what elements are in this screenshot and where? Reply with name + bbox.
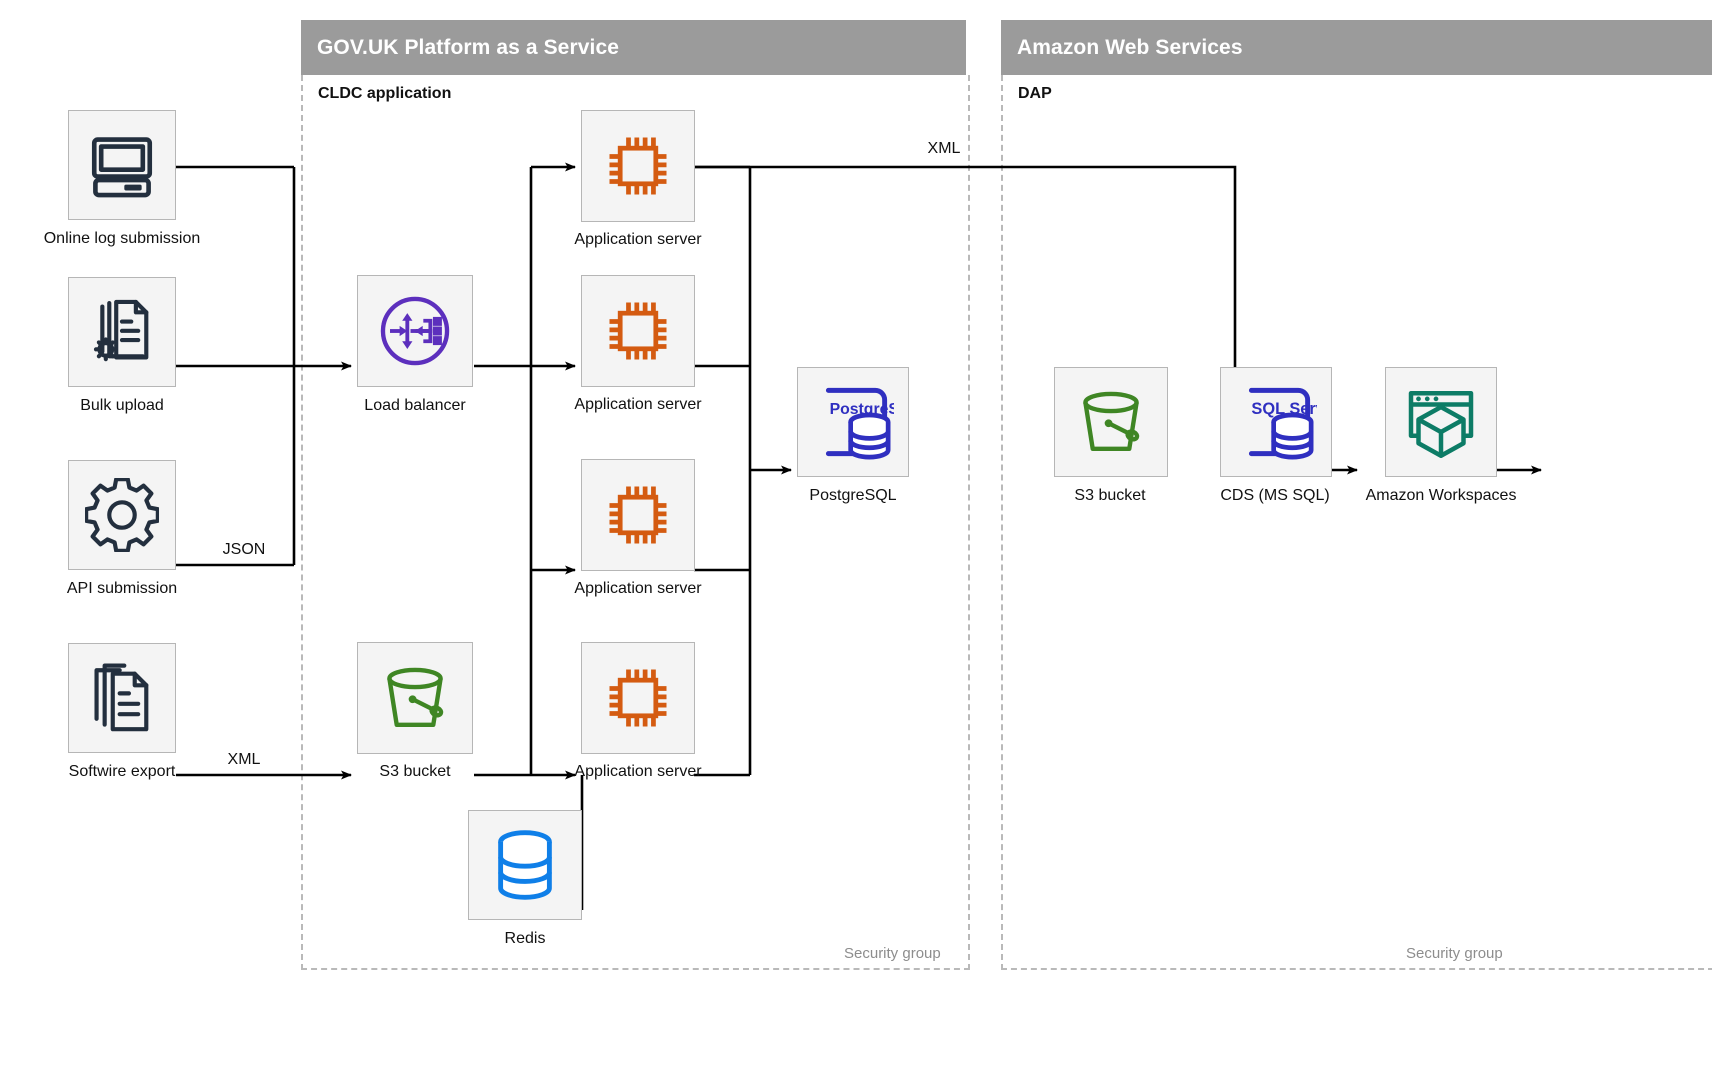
- desktop-computer-icon: [91, 137, 153, 198]
- wire-app1-to-aws-s3: [694, 165, 1240, 401]
- online-log-submission-label: Online log submission: [43, 230, 201, 247]
- s3-handle-dot: [1104, 419, 1113, 428]
- app-server-4-icon-box[interactable]: [581, 642, 695, 754]
- bulk-upload-icon-box[interactable]: [68, 277, 176, 387]
- workspaces-label: Amazon Workspaces: [1365, 487, 1517, 504]
- s3-bucket-icon: [1083, 391, 1140, 452]
- document-gear-icon: [93, 299, 149, 362]
- edge-label-json: JSON: [222, 541, 266, 558]
- app-server-4-label: Application server: [574, 763, 702, 780]
- app-server-1-icon-box[interactable]: [581, 110, 695, 222]
- aws-band-title: Amazon Web Services: [1017, 36, 1243, 59]
- app-server-3-icon-box[interactable]: [581, 459, 695, 571]
- sql-server-database-icon: SQL Server: [1248, 387, 1317, 460]
- aws-s3-icon-box[interactable]: [1054, 367, 1168, 477]
- gear-icon: [85, 478, 159, 552]
- postgresql-cylinder: [848, 412, 891, 460]
- aws-band: [1001, 20, 1712, 75]
- redis-icon-box[interactable]: [468, 810, 582, 920]
- workspaces-icon-box[interactable]: [1385, 367, 1497, 477]
- redis-label: Redis: [504, 930, 546, 947]
- aws-s3-label: S3 bucket: [1074, 487, 1146, 504]
- paas-s3-label: S3 bucket: [379, 763, 451, 780]
- document-stack-icon: [94, 663, 149, 732]
- cpu-chip-icon: [609, 486, 667, 544]
- s3-bucket-icon: [387, 667, 444, 728]
- edge-label-xml-to-aws: XML: [927, 140, 961, 157]
- postgresql-icon-box[interactable]: PostgreSQL: [797, 367, 909, 477]
- desktop-indicator: [124, 184, 142, 191]
- aws-security-group-label: Security group: [1406, 945, 1503, 962]
- app-server-2-icon-box[interactable]: [581, 275, 695, 387]
- app-server-2-label: Application server: [574, 396, 702, 413]
- app-server-1-label: Application server: [574, 231, 702, 248]
- s3-handle-dot: [408, 695, 417, 704]
- load-balancer-icon: [380, 296, 450, 366]
- softwire-export-label: Softwire export: [68, 763, 176, 780]
- bulk-upload-label: Bulk upload: [80, 397, 164, 414]
- cpu-chip-icon: [609, 302, 667, 360]
- paas-band: [301, 20, 966, 75]
- online-log-icon-box[interactable]: [68, 110, 176, 220]
- paas-band-title: GOV.UK Platform as a Service: [317, 36, 619, 59]
- softwire-export-icon-box[interactable]: [68, 643, 176, 753]
- postgresql-label: PostgreSQL: [809, 487, 897, 504]
- load-balancer-icon-box[interactable]: [357, 275, 473, 387]
- aws-security-group-zone: [1001, 75, 1712, 970]
- dap-label: DAP: [1018, 85, 1052, 102]
- cldc-application-label: CLDC application: [318, 85, 452, 102]
- paas-s3-icon-box[interactable]: [357, 642, 473, 754]
- cds-icon-box[interactable]: SQL Server: [1220, 367, 1332, 477]
- cpu-chip-icon: [609, 137, 667, 195]
- api-submission-label: API submission: [66, 580, 178, 597]
- cds-label: CDS (MS SQL): [1220, 487, 1330, 504]
- paas-security-group-zone: [301, 75, 970, 970]
- edge-label-xml-softwire: XML: [227, 751, 261, 768]
- paas-security-group-label: Security group: [844, 945, 941, 962]
- app-server-3-label: Application server: [574, 580, 702, 597]
- api-submission-icon-box[interactable]: [68, 460, 176, 570]
- postgresql-database-icon: PostgreSQL: [825, 387, 894, 460]
- cpu-chip-icon: [609, 669, 667, 727]
- load-balancer-label: Load balancer: [364, 397, 466, 414]
- window-dots: [1416, 396, 1439, 402]
- amazon-workspaces-icon: [1408, 391, 1474, 458]
- sql-server-cylinder: [1271, 412, 1314, 460]
- redis-database-icon: [498, 830, 552, 900]
